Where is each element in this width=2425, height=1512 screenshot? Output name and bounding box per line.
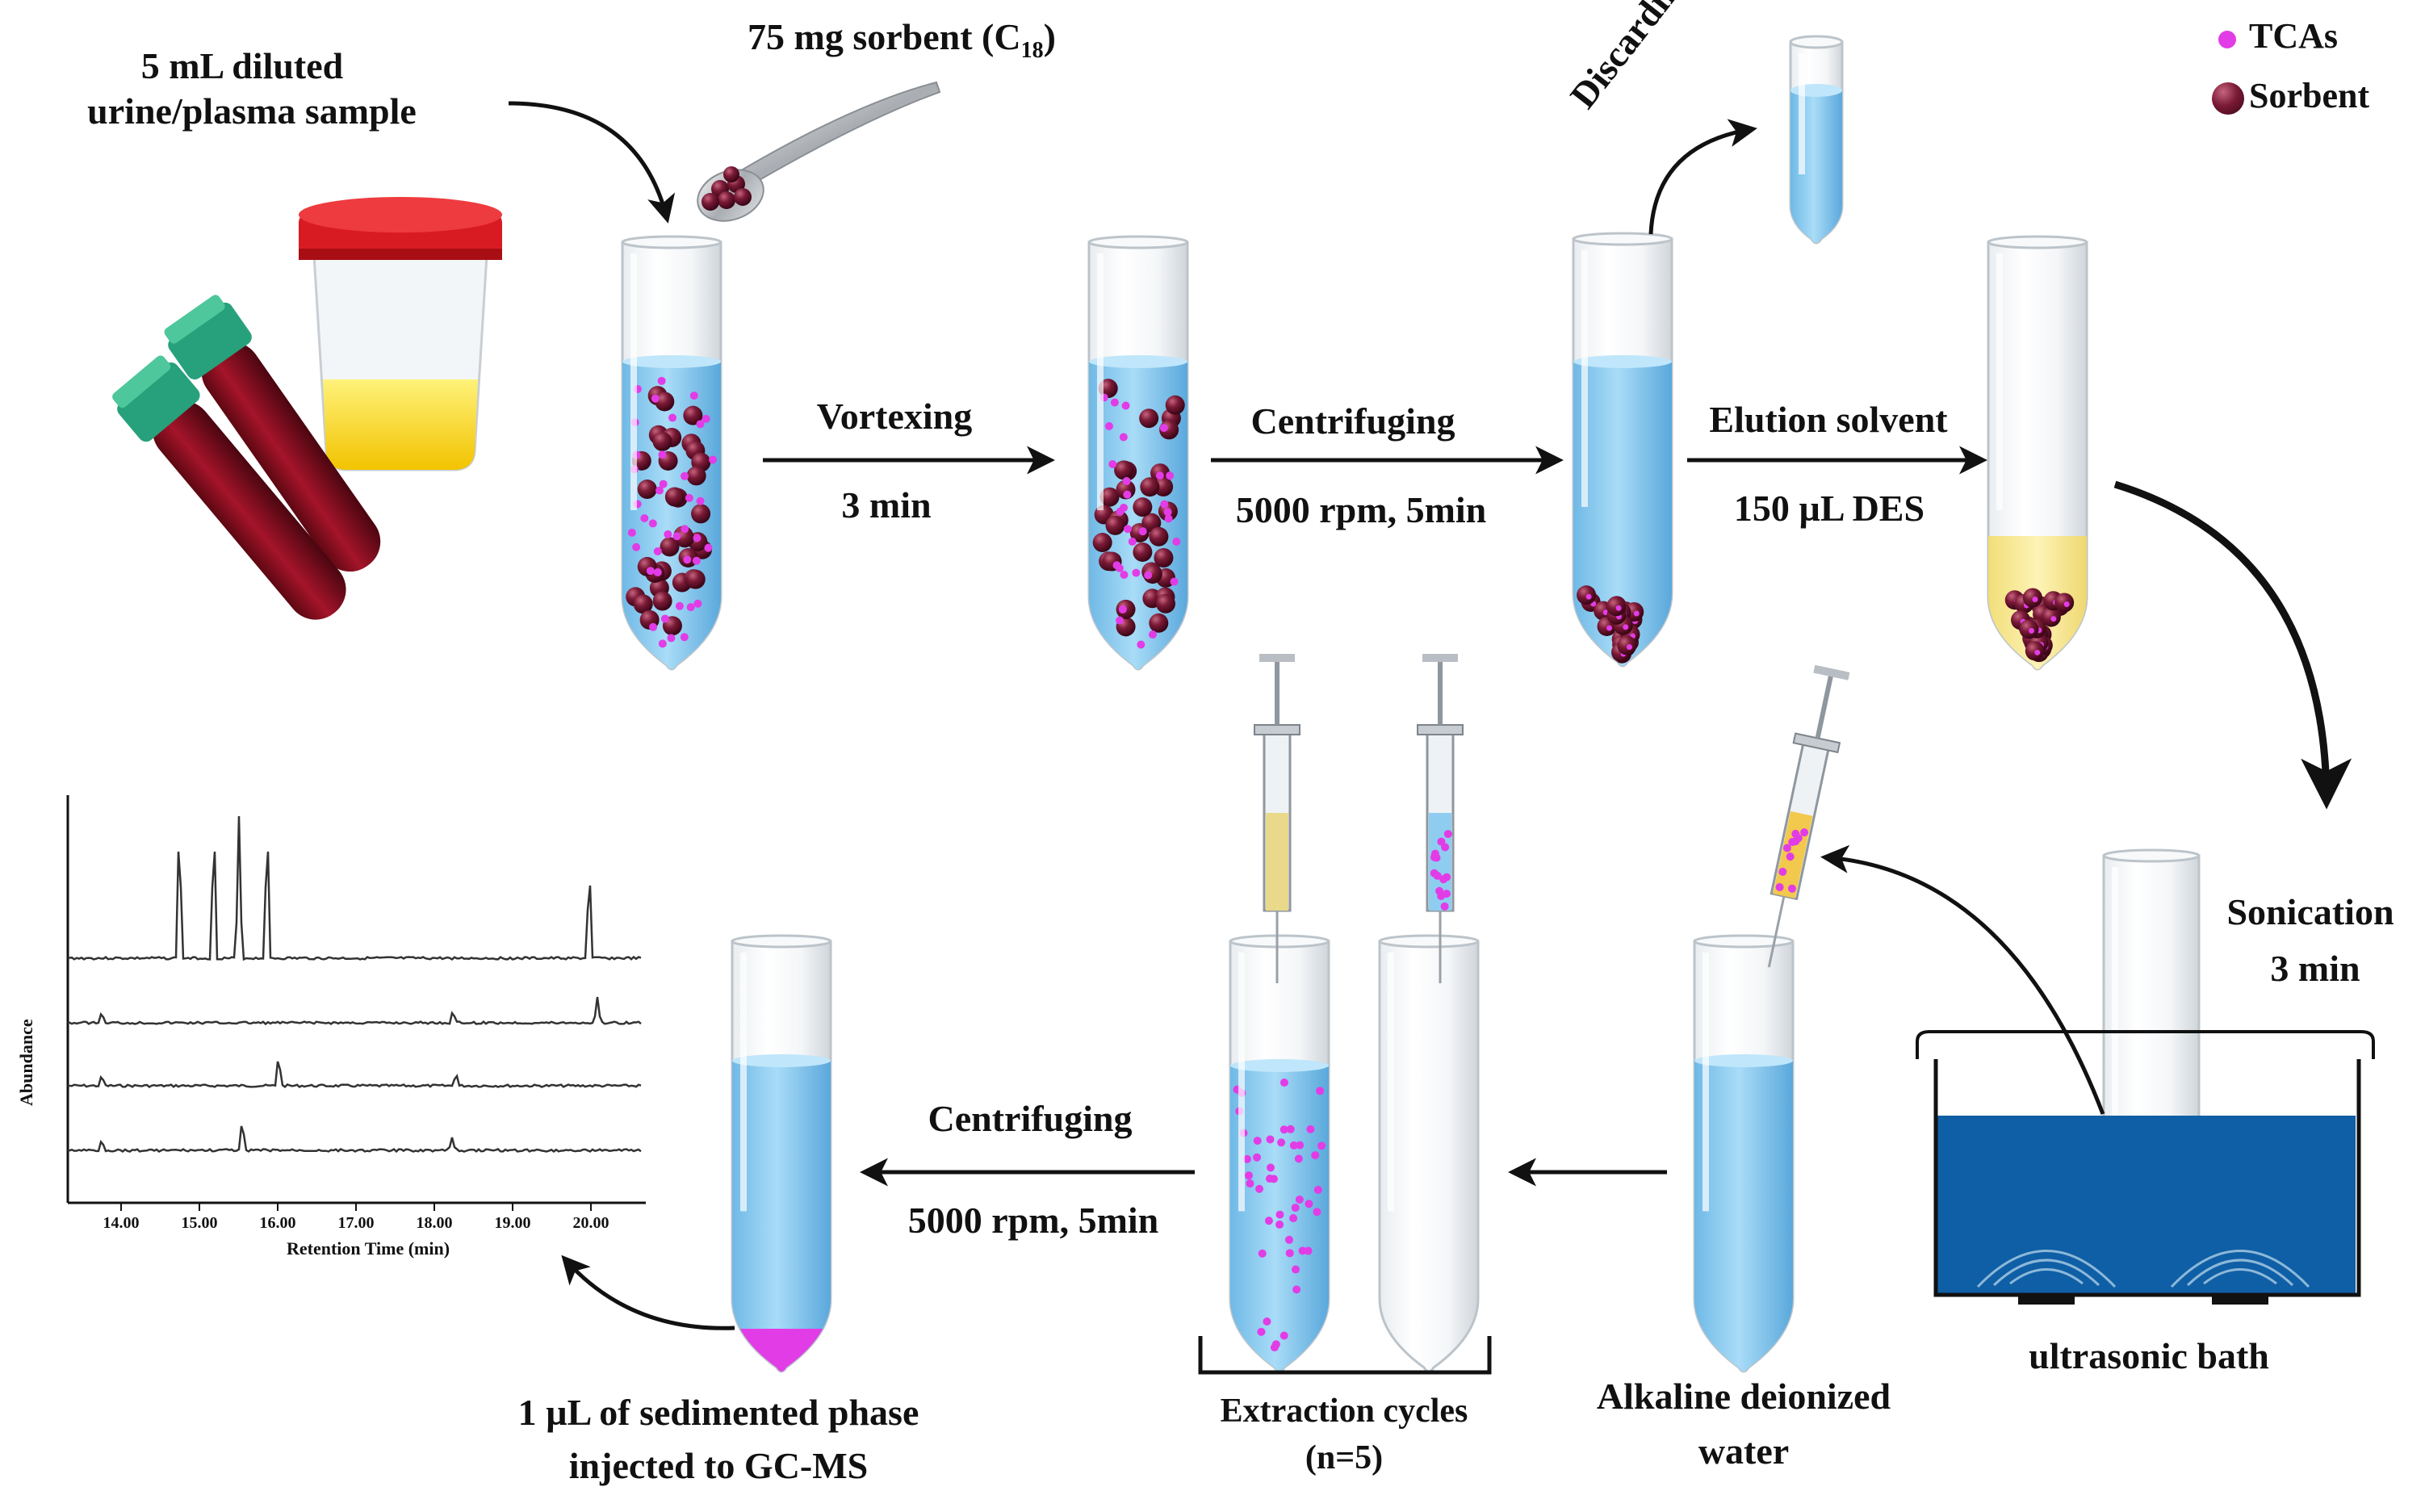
centrifuging-label-1: Centrifuging — [1250, 400, 1455, 442]
chromatogram-chart — [66, 795, 646, 1211]
tube-vortexed — [1087, 235, 1189, 671]
tube-discarded-supernatant — [1789, 35, 1844, 245]
sorbent-spoon-icon — [697, 81, 941, 222]
extraction-cycles-label: Extraction cycles — [1220, 1393, 1468, 1430]
elution-solvent-label: Elution solvent — [1709, 399, 1948, 440]
legend-tcas-label: TCAs — [2249, 16, 2339, 56]
ultrasonic-bath-label: ultrasonic bath — [2029, 1335, 2269, 1376]
syringe-loaded — [1254, 654, 1300, 983]
syringe-des-phase — [1767, 664, 1850, 968]
arrow-bath-to-syringe — [1820, 844, 2105, 1115]
arrow-discarding — [1648, 119, 1757, 235]
tube-alkaline-water — [1693, 934, 1795, 1373]
centrifuging-label-2: Centrifuging — [928, 1098, 1133, 1139]
chromatogram-tick-label: 17.00 — [337, 1214, 375, 1232]
tube-sample-sorbent — [621, 235, 722, 671]
chromatogram-trace — [67, 1125, 642, 1154]
syringe-dispensing — [1417, 654, 1464, 983]
chromatogram-tick-label: 19.00 — [494, 1214, 531, 1232]
sorbent-amount-subscript: 18 — [1020, 38, 1044, 64]
sonication-label: Sonication — [2226, 891, 2394, 932]
sorbent-amount-text: 75 mg sorbent (C — [748, 16, 1021, 57]
arrow-sample-to-tube — [508, 101, 676, 224]
legend: TCAs Sorbent — [2212, 11, 2422, 132]
tube-final-sediment — [731, 934, 832, 1373]
legend-sorbent-label: Sorbent — [2249, 76, 2370, 115]
arrow-to-chromatogram — [561, 1254, 735, 1330]
chromatogram-tick-label: 14.00 — [103, 1214, 140, 1232]
centrifuge-speed-label-1: 5000 rpm, 5min — [1235, 489, 1487, 530]
sample-label-line1: 5 mL diluted — [140, 45, 344, 86]
centrifuge-speed-label-2: 5000 rpm, 5min — [907, 1200, 1159, 1241]
blood-tube-front-icon — [112, 355, 346, 620]
blood-tube-back-icon — [164, 295, 381, 572]
chromatogram-tick-label: 15.00 — [181, 1214, 218, 1232]
legend-tcas-marker — [2218, 31, 2236, 48]
extraction-count-label: (n=5) — [1305, 1439, 1384, 1476]
sorbent-amount-label: 75 mg sorbent (C18) — [748, 16, 1056, 64]
chromatogram-xlabel: Retention Time (min) — [286, 1238, 450, 1259]
chromatogram-traces — [67, 815, 642, 1154]
tube-extraction-dispersed — [1229, 934, 1330, 1373]
elution-volume-label: 150 µL DES — [1733, 488, 1925, 529]
chromatogram-ticks — [120, 1203, 592, 1211]
alkaline-water-label-line1: Alkaline deionized — [1596, 1376, 1891, 1417]
ultrasonic-bath-icon — [1916, 1030, 2375, 1305]
chromatogram-tick-label: 20.00 — [572, 1214, 609, 1232]
injected-label-line1: 1 µL of sedimented phase — [517, 1392, 919, 1433]
chromatogram-ylabel: Abundance — [16, 1019, 36, 1106]
vortexing-label: Vortexing — [816, 396, 973, 437]
chromatogram-trace — [67, 996, 642, 1026]
legend-sorbent-marker — [2212, 82, 2244, 115]
chromatogram-tick-label: 16.00 — [259, 1214, 296, 1232]
sample-label-line2: urine/plasma sample — [87, 90, 417, 132]
chromatogram-trace — [67, 815, 642, 961]
arrow-to-sonication — [2113, 480, 2352, 810]
urine-cup-icon — [299, 197, 502, 471]
tube-des-added — [1987, 235, 2088, 671]
vortex-time-label: 3 min — [841, 484, 932, 526]
chromatogram-tick-label: 18.00 — [416, 1214, 453, 1232]
tube-centrifuged — [1572, 232, 1673, 668]
alkaline-water-label-line2: water — [1698, 1430, 1790, 1472]
extraction-bracket — [1198, 1336, 1492, 1375]
injected-label-line2: injected to GC-MS — [568, 1445, 869, 1486]
tube-extraction-empty — [1378, 934, 1480, 1373]
chromatogram-trace — [68, 1061, 642, 1089]
flow-arrows — [508, 101, 2352, 1330]
sorbent-amount-close: ) — [1043, 16, 1056, 57]
sonication-time-label: 3 min — [2270, 948, 2360, 989]
